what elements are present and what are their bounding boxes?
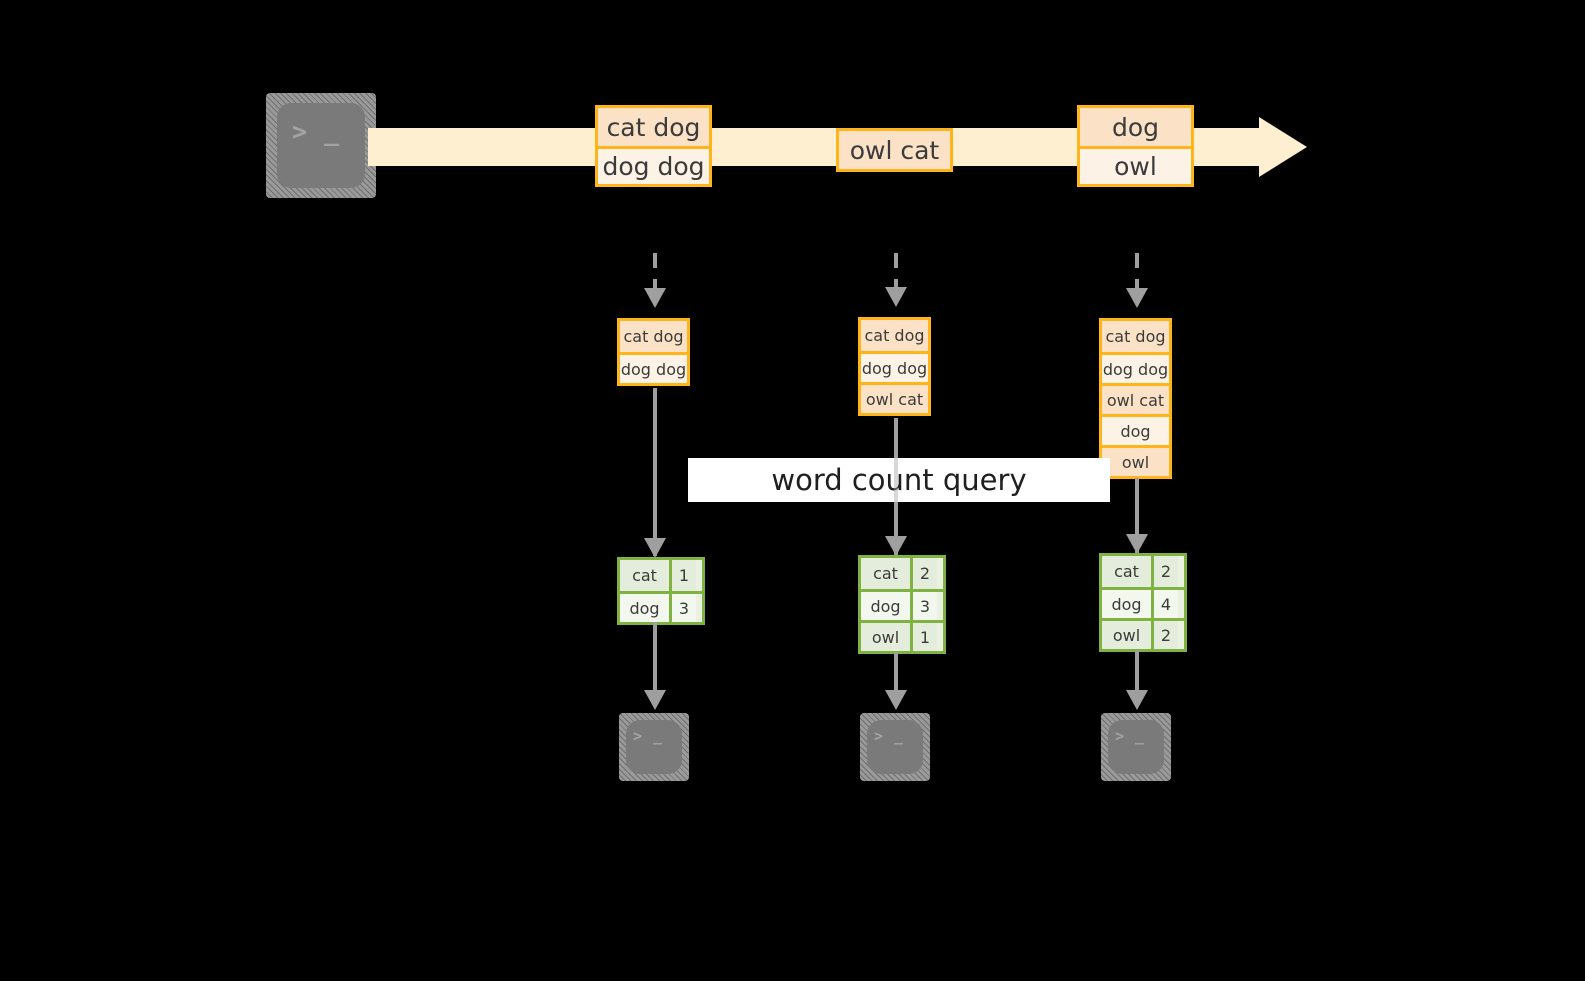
batch-input-box-2: cat dog dog dog owl cat xyxy=(858,317,931,416)
sink-connector-1-head xyxy=(644,690,666,710)
result-row: dog 4 xyxy=(1102,587,1184,618)
batch-sink-terminal-icon-1: > _ xyxy=(619,713,689,781)
result-count: 2 xyxy=(910,558,937,589)
stream-event-box-1: cat dog dog dog xyxy=(595,105,712,187)
sink-connector-3 xyxy=(1135,650,1139,697)
query-connector-1-overlay xyxy=(653,458,657,502)
query-connector-2-head xyxy=(885,536,907,556)
result-word: owl xyxy=(861,623,910,651)
batch-result-table-3: cat 2 dog 4 owl 2 xyxy=(1099,553,1187,652)
terminal-body xyxy=(626,720,682,774)
result-word: owl xyxy=(1102,621,1151,649)
query-connector-3-head xyxy=(1126,534,1148,554)
batch-input-line: dog xyxy=(1102,414,1169,445)
result-row: owl 1 xyxy=(861,620,943,651)
terminal-prompt-glyph: > _ xyxy=(874,727,905,745)
terminal-body xyxy=(1108,720,1164,774)
result-word: dog xyxy=(620,594,669,622)
stream-event-line: dog dog xyxy=(598,146,709,184)
batch-input-line: dog dog xyxy=(1102,352,1169,383)
result-count: 4 xyxy=(1151,590,1178,618)
source-terminal-icon: > _ xyxy=(266,93,376,198)
trigger-connector-1-head xyxy=(644,288,666,308)
result-row: owl 2 xyxy=(1102,618,1184,649)
result-word: cat xyxy=(861,558,910,589)
trigger-connector-1 xyxy=(653,253,657,294)
result-count: 2 xyxy=(1151,621,1178,649)
sink-connector-2 xyxy=(894,652,898,697)
result-row: dog 3 xyxy=(861,589,943,620)
terminal-body xyxy=(277,103,365,188)
stream-event-box-2: owl cat xyxy=(836,128,953,172)
batch-input-line: dog dog xyxy=(620,352,687,383)
batch-sink-terminal-icon-3: > _ xyxy=(1101,713,1171,781)
batch-input-line: cat dog xyxy=(861,320,928,351)
query-connector-1-head xyxy=(644,538,666,558)
trigger-connector-2 xyxy=(894,253,898,293)
query-connector-1 xyxy=(653,388,657,556)
result-count: 2 xyxy=(1151,556,1178,587)
result-word: cat xyxy=(1102,556,1151,587)
result-row: cat 1 xyxy=(620,560,702,591)
batch-input-line: cat dog xyxy=(1102,321,1169,352)
trigger-connector-3 xyxy=(1135,253,1139,294)
query-connector-2-overlay xyxy=(894,458,898,502)
result-row: cat 2 xyxy=(861,558,943,589)
terminal-prompt-glyph: > _ xyxy=(292,117,341,146)
stream-event-line: owl xyxy=(1080,146,1191,184)
query-label: word count query xyxy=(688,458,1110,502)
sink-connector-2-head xyxy=(885,690,907,710)
stream-event-line: cat dog xyxy=(598,108,709,146)
result-count: 3 xyxy=(669,594,696,622)
stream-event-line: dog xyxy=(1080,108,1191,146)
terminal-prompt-glyph: > _ xyxy=(1115,727,1146,745)
sink-connector-3-head xyxy=(1126,690,1148,710)
trigger-connector-2-head xyxy=(885,287,907,307)
batch-sink-terminal-icon-2: > _ xyxy=(860,713,930,781)
batch-input-line: owl cat xyxy=(1102,383,1169,414)
result-word: dog xyxy=(1102,590,1151,618)
stream-event-line: owl cat xyxy=(839,131,950,169)
batch-result-table-2: cat 2 dog 3 owl 1 xyxy=(858,555,946,654)
batch-input-line: cat dog xyxy=(620,321,687,352)
result-count: 1 xyxy=(669,560,696,591)
terminal-body xyxy=(867,720,923,774)
result-word: dog xyxy=(861,592,910,620)
result-row: dog 3 xyxy=(620,591,702,622)
trigger-connector-3-head xyxy=(1126,288,1148,308)
result-row: cat 2 xyxy=(1102,556,1184,587)
batch-input-line: owl cat xyxy=(861,382,928,413)
sink-connector-1 xyxy=(653,622,657,697)
batch-result-table-1: cat 1 dog 3 xyxy=(617,557,705,625)
batch-input-line: dog dog xyxy=(861,351,928,382)
query-connector-3 xyxy=(1135,478,1139,554)
batch-input-box-3: cat dog dog dog owl cat dog owl xyxy=(1099,318,1172,479)
result-word: cat xyxy=(620,560,669,591)
data-stream-arrowhead xyxy=(1259,117,1307,177)
stream-event-box-3: dog owl xyxy=(1077,105,1194,187)
result-count: 3 xyxy=(910,592,937,620)
result-count: 1 xyxy=(910,623,937,651)
batch-input-line: owl xyxy=(1102,445,1169,476)
batch-input-box-1: cat dog dog dog xyxy=(617,318,690,386)
terminal-prompt-glyph: > _ xyxy=(633,727,664,745)
